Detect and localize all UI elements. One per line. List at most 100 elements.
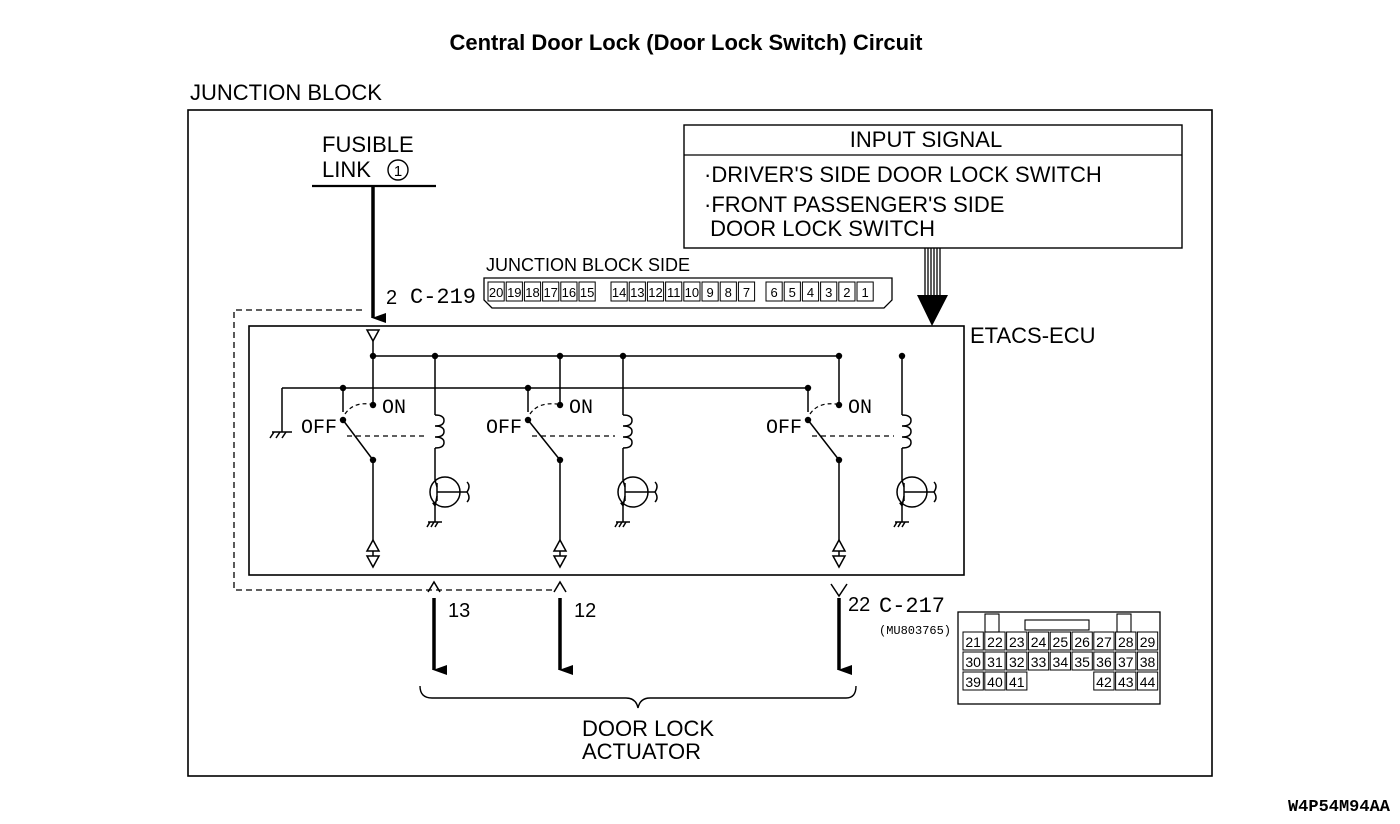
- output-wires: [427, 580, 852, 675]
- connector-c219-pin-number: 15: [580, 285, 594, 300]
- junction-block-label: JUNCTION BLOCK: [190, 80, 382, 105]
- connector-c217-pin-number: 42: [1096, 674, 1112, 690]
- connector-c217-pin-number: 31: [987, 654, 1003, 670]
- relay-on-label: ON: [382, 397, 406, 420]
- connector-c219-pin-number: 5: [789, 285, 796, 300]
- diagram-title: Central Door Lock (Door Lock Switch) Cir…: [449, 30, 923, 55]
- connector-c217-pin-cell: [984, 651, 1006, 671]
- relay-off-label: OFF: [486, 417, 522, 440]
- connector-c219-pin-cell: [838, 281, 856, 302]
- connector-c219-pin-number: 7: [743, 285, 750, 300]
- fusible-link-line1: FUSIBLE: [322, 132, 414, 157]
- connector-c217-pin-cell: [1071, 631, 1093, 651]
- connector-c219-pin-cell: [665, 281, 683, 302]
- input-signal-box: INPUT SIGNAL ·DRIVER'S SIDE DOOR LOCK SW…: [683, 124, 1183, 249]
- connector-c217-pin-cell: [1136, 631, 1159, 651]
- connector-c217-pin-number: 34: [1053, 654, 1069, 670]
- connector-c219-pin-cell: [505, 281, 523, 302]
- connector-c219-pin-cell: [765, 281, 783, 302]
- relay-1: OFF ON: [301, 352, 470, 569]
- connector-c219-pin-cell: [856, 281, 874, 302]
- junction-dot: [369, 352, 377, 360]
- output-pin-22: 22: [848, 594, 870, 616]
- connector-c217-pin-cell: [1071, 651, 1093, 671]
- connector-c219-pin-number: 2: [843, 285, 850, 300]
- connector-c217-pin-number: 29: [1140, 634, 1156, 650]
- on-contact: [835, 401, 843, 409]
- connector-c217-pin-number: 26: [1074, 634, 1090, 650]
- connector-c219-pin-cell: [719, 281, 737, 302]
- connector-c217-pin-number: 43: [1118, 674, 1134, 690]
- input-signal-line1: ·DRIVER'S SIDE DOOR LOCK SWITCH: [704, 162, 1102, 187]
- connector-c217-pin-number: 27: [1096, 634, 1112, 650]
- connector-c217-pin-number: 21: [965, 634, 981, 650]
- on-contact: [369, 401, 377, 409]
- connector-c217-pin-cell: [984, 631, 1006, 651]
- connector-c217-pin-number: 30: [965, 654, 981, 670]
- connector-c217-pin-cell: [1115, 671, 1137, 691]
- relay-coil-icon: [434, 414, 445, 449]
- connector-c219-pin-cell: [628, 281, 646, 302]
- connector-c217-pin-cell: [1006, 651, 1028, 671]
- connector-c217-housing: [957, 611, 1161, 705]
- connector-c219-pin-number: 11: [667, 285, 681, 300]
- connector-c219-pin-cell: [487, 281, 505, 302]
- connector-c217-pin-cell: [1093, 651, 1115, 671]
- connector-c217-pin-cell: [1027, 651, 1050, 671]
- relay-off-label: OFF: [301, 417, 337, 440]
- on-contact: [556, 401, 564, 409]
- connector-c217-pin-cell: [1027, 631, 1050, 651]
- connector-c219-pin-cell: [610, 281, 628, 302]
- connector-c219-pin-cell: [523, 281, 542, 302]
- connector-c217-pin-cell: [984, 671, 1006, 691]
- connector-c219-pin-number: 10: [685, 285, 699, 300]
- connector-c219-pin-cell: [737, 281, 756, 302]
- connector-c217-pin-number: 33: [1031, 654, 1047, 670]
- actuator-label-line1: DOOR LOCK: [582, 716, 714, 741]
- relay-on-label: ON: [569, 397, 593, 420]
- connector-c217-pin-number: 41: [1009, 674, 1025, 690]
- connector-c217-pin-cell: [1049, 631, 1071, 651]
- connector-c217-pin-cell: [1093, 631, 1115, 651]
- connector-c219-pin-cell: [783, 281, 801, 302]
- connector-c219-pin-cell: [578, 281, 596, 302]
- connector-c219-pin-cell: [820, 281, 838, 302]
- connector-c219-pin: 2: [386, 287, 397, 309]
- connector-c217-pin-cell: [1006, 671, 1028, 691]
- connector-c219-pin-number: 9: [706, 285, 713, 300]
- connector-c219-pin-number: 6: [770, 285, 777, 300]
- connector-c219-housing: [483, 277, 893, 309]
- connector-c217-pin-cell: [962, 671, 984, 691]
- connector-c217-pin-number: 28: [1118, 634, 1134, 650]
- connector-c219-pin-number: 8: [725, 285, 732, 300]
- connector-c217-pin-number: 22: [987, 634, 1003, 650]
- connector-c219-pin-number: 20: [489, 285, 503, 300]
- fusible-link: FUSIBLE LINK 1: [312, 132, 436, 323]
- connector-c219-pin-cell: [683, 281, 701, 302]
- connector-c217-part: (MU803765): [879, 624, 951, 638]
- connector-c217-pin-cell: [1049, 651, 1071, 671]
- connector-c219-pin-cell: [801, 281, 820, 302]
- relay-coil-icon: [622, 414, 633, 449]
- output-pin-12: 12: [574, 600, 596, 622]
- connector-c217-pin-cell: [1115, 631, 1137, 651]
- connector-c217-pin-cell: [1136, 651, 1159, 671]
- connector-c217-label: C-217: [879, 594, 945, 619]
- connector-c219-pin-number: 1: [861, 285, 868, 300]
- input-signal-line3: DOOR LOCK SWITCH: [704, 216, 935, 241]
- etacs-ecu-label: ETACS-ECU: [970, 323, 1096, 348]
- connector-c217-pin-cell: [1115, 651, 1137, 671]
- connector-c217-pin-cell: [1093, 671, 1115, 691]
- connector-c219-pin-number: 17: [543, 285, 557, 300]
- connector-c219-pin-number: 19: [507, 285, 521, 300]
- actuator-brace: [419, 685, 857, 709]
- junction-dot: [556, 352, 564, 360]
- input-signal-line2: ·FRONT PASSENGER'S SIDE: [704, 192, 1004, 217]
- connector-c219-side-label: JUNCTION BLOCK SIDE: [486, 255, 690, 275]
